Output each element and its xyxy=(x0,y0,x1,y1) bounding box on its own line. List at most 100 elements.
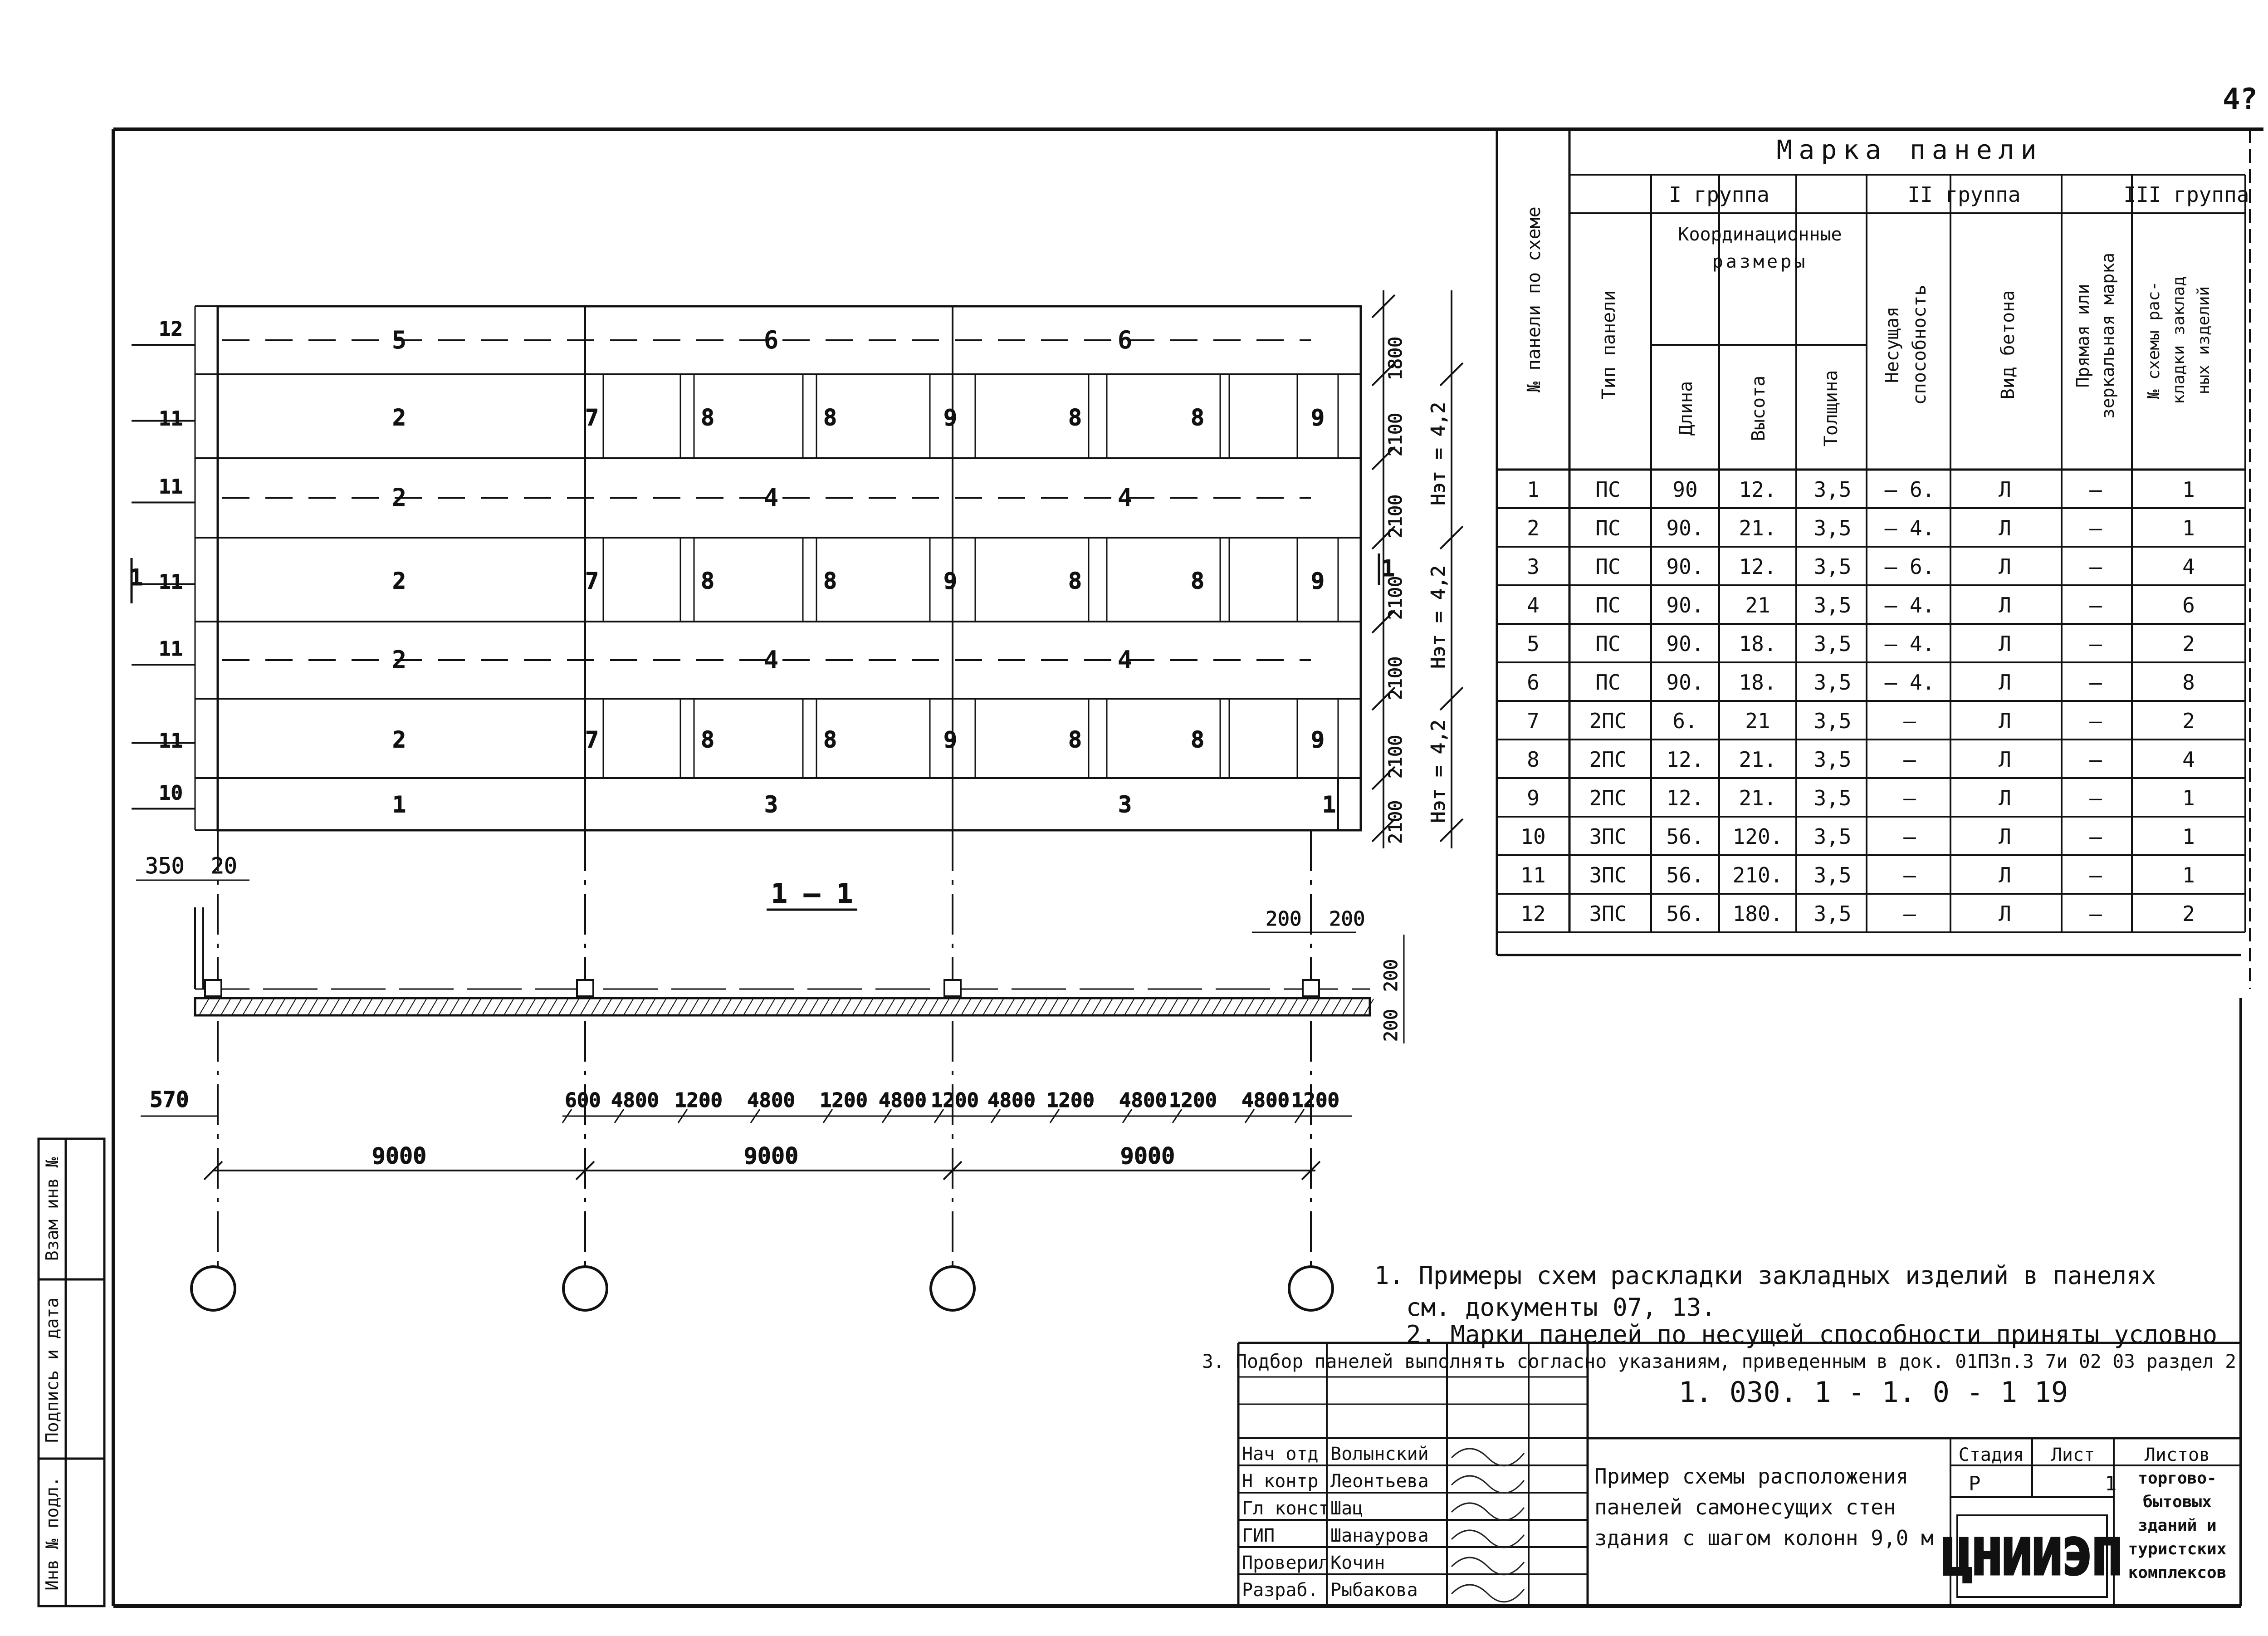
side-stamp-label: Подпись и дата xyxy=(42,1298,62,1443)
hatch xyxy=(243,999,253,1015)
axis-bubble xyxy=(1288,1265,1334,1312)
panel-number: 9 xyxy=(943,568,957,594)
floor-height: Нэт = 4,2 xyxy=(1427,565,1449,669)
dim-tick xyxy=(1371,818,1396,842)
table-cell: 21. xyxy=(1739,747,1776,772)
dim-label: 350 xyxy=(145,853,185,879)
hatch xyxy=(537,999,547,1015)
hatch xyxy=(863,999,873,1015)
table-cell: 3ПС xyxy=(1589,824,1627,849)
table-cell: 8 xyxy=(2182,670,2195,695)
table-cell: – xyxy=(2089,747,2102,772)
panel-number: 8 xyxy=(1191,405,1204,431)
table-cell: – 4. xyxy=(1885,593,1935,617)
table-cell: 1 xyxy=(2182,786,2195,810)
col-thickness: Толщина xyxy=(1821,370,1842,447)
signature xyxy=(1451,1502,1525,1521)
hatch xyxy=(395,999,405,1015)
hatch xyxy=(1201,999,1211,1015)
hatch xyxy=(929,999,938,1015)
table-cell: – xyxy=(1903,786,1916,810)
dim-label: 200 xyxy=(1329,907,1365,931)
panel-number: 2 xyxy=(392,646,407,674)
col-mirror: Прямая или xyxy=(2073,284,2093,388)
hatch xyxy=(1288,999,1298,1015)
table-cell: 21. xyxy=(1739,786,1776,810)
dim-tick xyxy=(614,1109,625,1123)
dim-tick xyxy=(1244,1109,1255,1123)
hatch xyxy=(1103,999,1113,1015)
table-cell: 3,5 xyxy=(1813,670,1851,695)
panel-number: 6 xyxy=(764,326,779,354)
hatch xyxy=(547,999,557,1015)
panel-number: 8 xyxy=(1191,727,1204,753)
sheet-label: Лист xyxy=(2051,1445,2095,1465)
table-cell: Л xyxy=(1999,709,2011,733)
dim-tick xyxy=(562,1109,572,1123)
axis-bubble xyxy=(190,1265,236,1312)
drawing-title: здания с шагом колонн 9,0 м xyxy=(1594,1526,1934,1550)
panel-number: 9 xyxy=(943,727,957,753)
dim-tick xyxy=(934,1109,944,1123)
hatch xyxy=(787,999,797,1015)
table-cell: 2ПС xyxy=(1589,747,1627,772)
tb-role: Нач отд xyxy=(1242,1444,1319,1465)
tb-role: Н контр xyxy=(1242,1471,1319,1492)
table-cell: 4 xyxy=(2182,747,2195,772)
table-cell: – 6. xyxy=(1885,477,1935,502)
table-cell: 56. xyxy=(1666,824,1704,849)
tb-name: Леонтьева xyxy=(1330,1471,1429,1492)
level-mark: 11 xyxy=(159,637,183,661)
table-cell: Л xyxy=(1999,670,2011,695)
dim-tick xyxy=(1439,525,1464,550)
column-square xyxy=(576,979,594,997)
hatch xyxy=(678,999,688,1015)
hatch xyxy=(994,999,1004,1015)
span-dim: 9000 xyxy=(1120,1143,1175,1169)
hatch xyxy=(809,999,819,1015)
table-cell: – xyxy=(2089,670,2102,695)
table-cell: 11 xyxy=(1520,863,1545,887)
panel-number: 9 xyxy=(943,405,957,431)
hatch xyxy=(918,999,928,1015)
table-cell: 90. xyxy=(1666,516,1704,540)
table-cell: Л xyxy=(1999,747,2011,772)
table-cell: 3,5 xyxy=(1813,632,1851,656)
table-cell: 3,5 xyxy=(1813,901,1851,926)
col-scheme-embed: ных изделий xyxy=(2195,286,2213,394)
hatch xyxy=(1364,999,1374,1015)
note-1a: 1. Примеры схем раскладки закладных изде… xyxy=(1374,1261,2156,1290)
org-logo: ЦНИИЭП xyxy=(1942,1528,2122,1586)
signature xyxy=(1451,1529,1525,1548)
level-mark: 11 xyxy=(159,407,183,431)
hatch xyxy=(482,999,492,1015)
panel-number: 7 xyxy=(585,405,599,431)
table-cell: 2 xyxy=(2182,901,2195,926)
dim-label: 20 xyxy=(211,853,237,879)
hatch xyxy=(1005,999,1015,1015)
dim-tick xyxy=(943,1161,963,1180)
hatch xyxy=(1037,999,1047,1015)
table-cell: – xyxy=(2089,709,2102,733)
table-cell: 1 xyxy=(2182,863,2195,887)
span-dim: 9000 xyxy=(372,1143,426,1169)
table-cell: Л xyxy=(1999,863,2011,887)
table-cell: 3,5 xyxy=(1813,863,1851,887)
col-capacity: способность xyxy=(1909,285,1930,405)
module-dim: 1200 xyxy=(1046,1089,1095,1112)
table-cell: 3,5 xyxy=(1813,477,1851,502)
dim-tick xyxy=(822,1109,833,1123)
dim-label: 2100 xyxy=(1385,413,1406,456)
dim-label: 200 xyxy=(1381,959,1402,992)
header-main: Марка панели xyxy=(1776,134,2043,165)
table-cell: 180. xyxy=(1733,901,1783,926)
column-square xyxy=(204,979,222,997)
table-cell: 21 xyxy=(1745,709,1770,733)
dim-label: 2100 xyxy=(1385,735,1406,779)
panel-number: 1 xyxy=(392,792,406,818)
hatch xyxy=(428,999,438,1015)
side-stamp xyxy=(37,1137,106,1607)
dim-tick xyxy=(1371,294,1396,318)
table-cell: 12 xyxy=(1520,901,1545,926)
